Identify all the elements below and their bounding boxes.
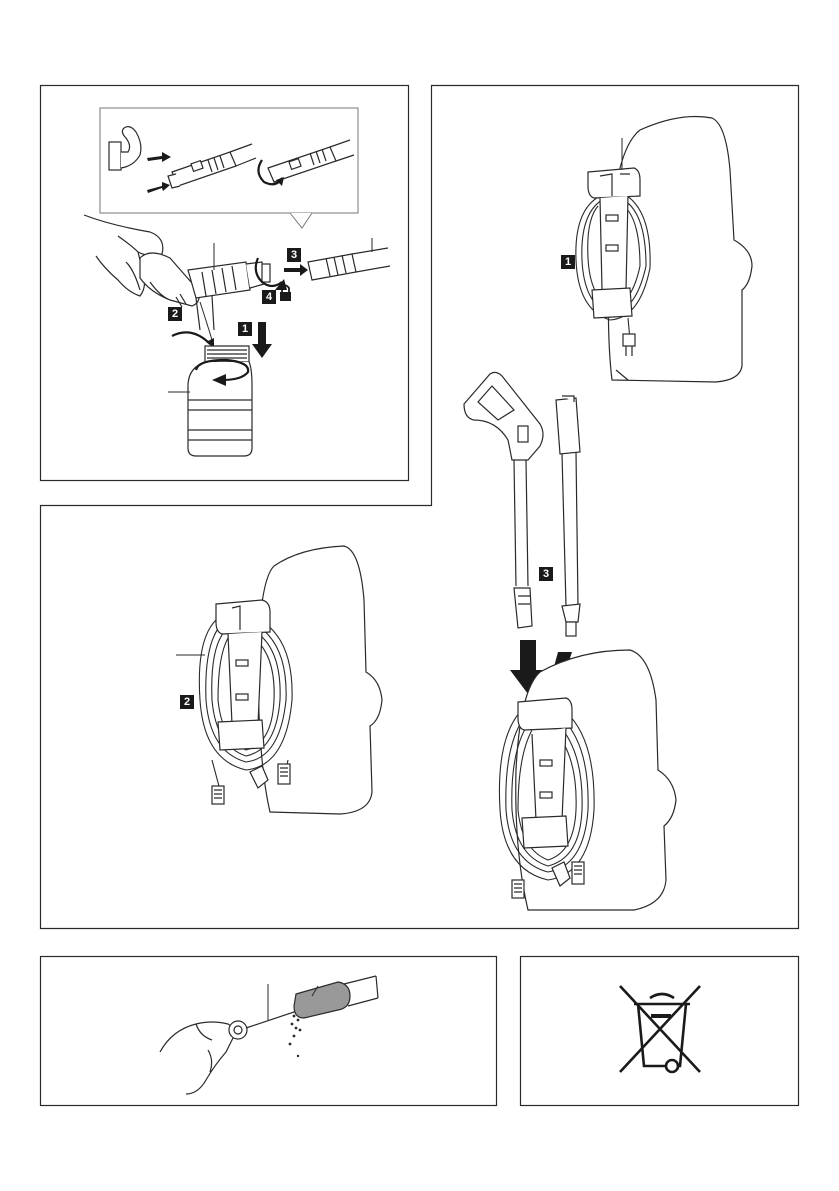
crossed-out-wheelie-bin-icon bbox=[620, 986, 700, 1072]
